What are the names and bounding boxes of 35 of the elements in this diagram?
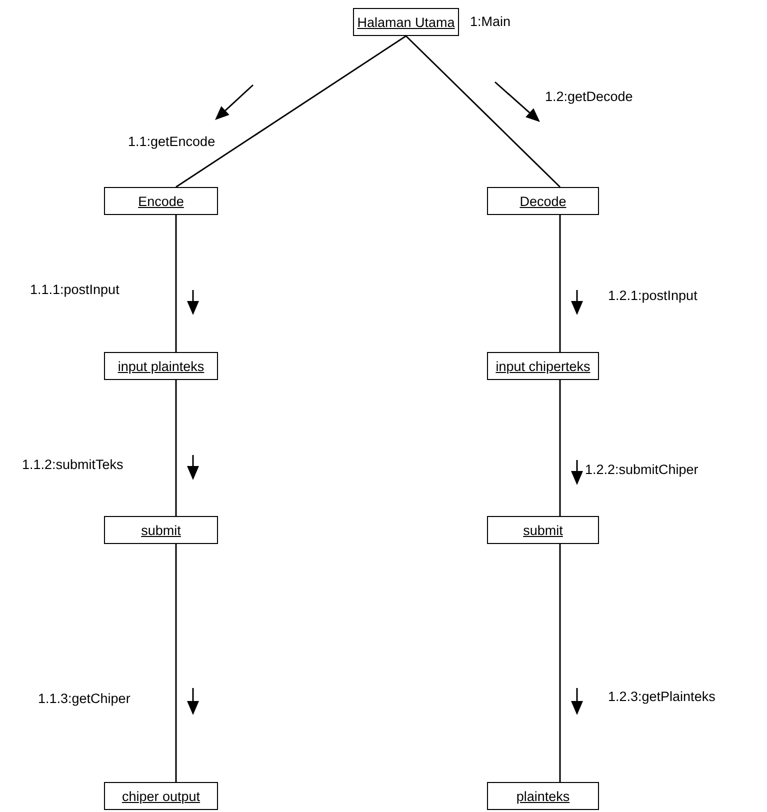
edge-label: 1.1:getEncode <box>128 134 216 149</box>
edge-label: 1.2.3:getPlainteks <box>608 689 716 704</box>
connector-line <box>559 215 561 352</box>
object-box <box>487 782 599 810</box>
object-name: Encode <box>138 194 184 208</box>
edge-label: 1.1.2:submitTeks <box>22 457 124 472</box>
edge-label: 1.2.1:postInput <box>608 288 698 303</box>
connector-line <box>405 35 561 188</box>
object-name: submit <box>141 522 181 538</box>
object-name: Halaman Utama <box>357 14 455 30</box>
connector-line <box>175 380 177 516</box>
object-name: submit <box>523 522 563 538</box>
edge-label: 1.2:getDecode <box>545 89 633 104</box>
object-box <box>487 187 599 215</box>
edge-label: 1.1.3:getChiper <box>38 691 130 706</box>
message-label: 1:Main <box>470 14 511 29</box>
object-box <box>104 516 218 544</box>
object-name: input plainteks <box>118 358 204 374</box>
object-box <box>104 782 218 810</box>
connector-line <box>175 215 177 352</box>
object-box <box>487 516 599 544</box>
object-box <box>104 187 218 215</box>
object-name: chiper output <box>122 788 200 804</box>
edge-label: 1.1.1:postInput <box>30 282 120 297</box>
object-name: Decode <box>520 194 566 208</box>
object-box <box>487 352 599 380</box>
connector-line <box>176 35 406 188</box>
connector-line <box>559 380 561 516</box>
connector-line <box>175 544 177 782</box>
object-box <box>104 352 218 380</box>
object-name: plainteks <box>516 788 570 804</box>
object-name: input chiperteks <box>496 358 590 374</box>
connector-line <box>559 544 561 782</box>
object-box <box>353 8 459 36</box>
edge-label: 1.2.2:submitChiper <box>585 462 698 477</box>
